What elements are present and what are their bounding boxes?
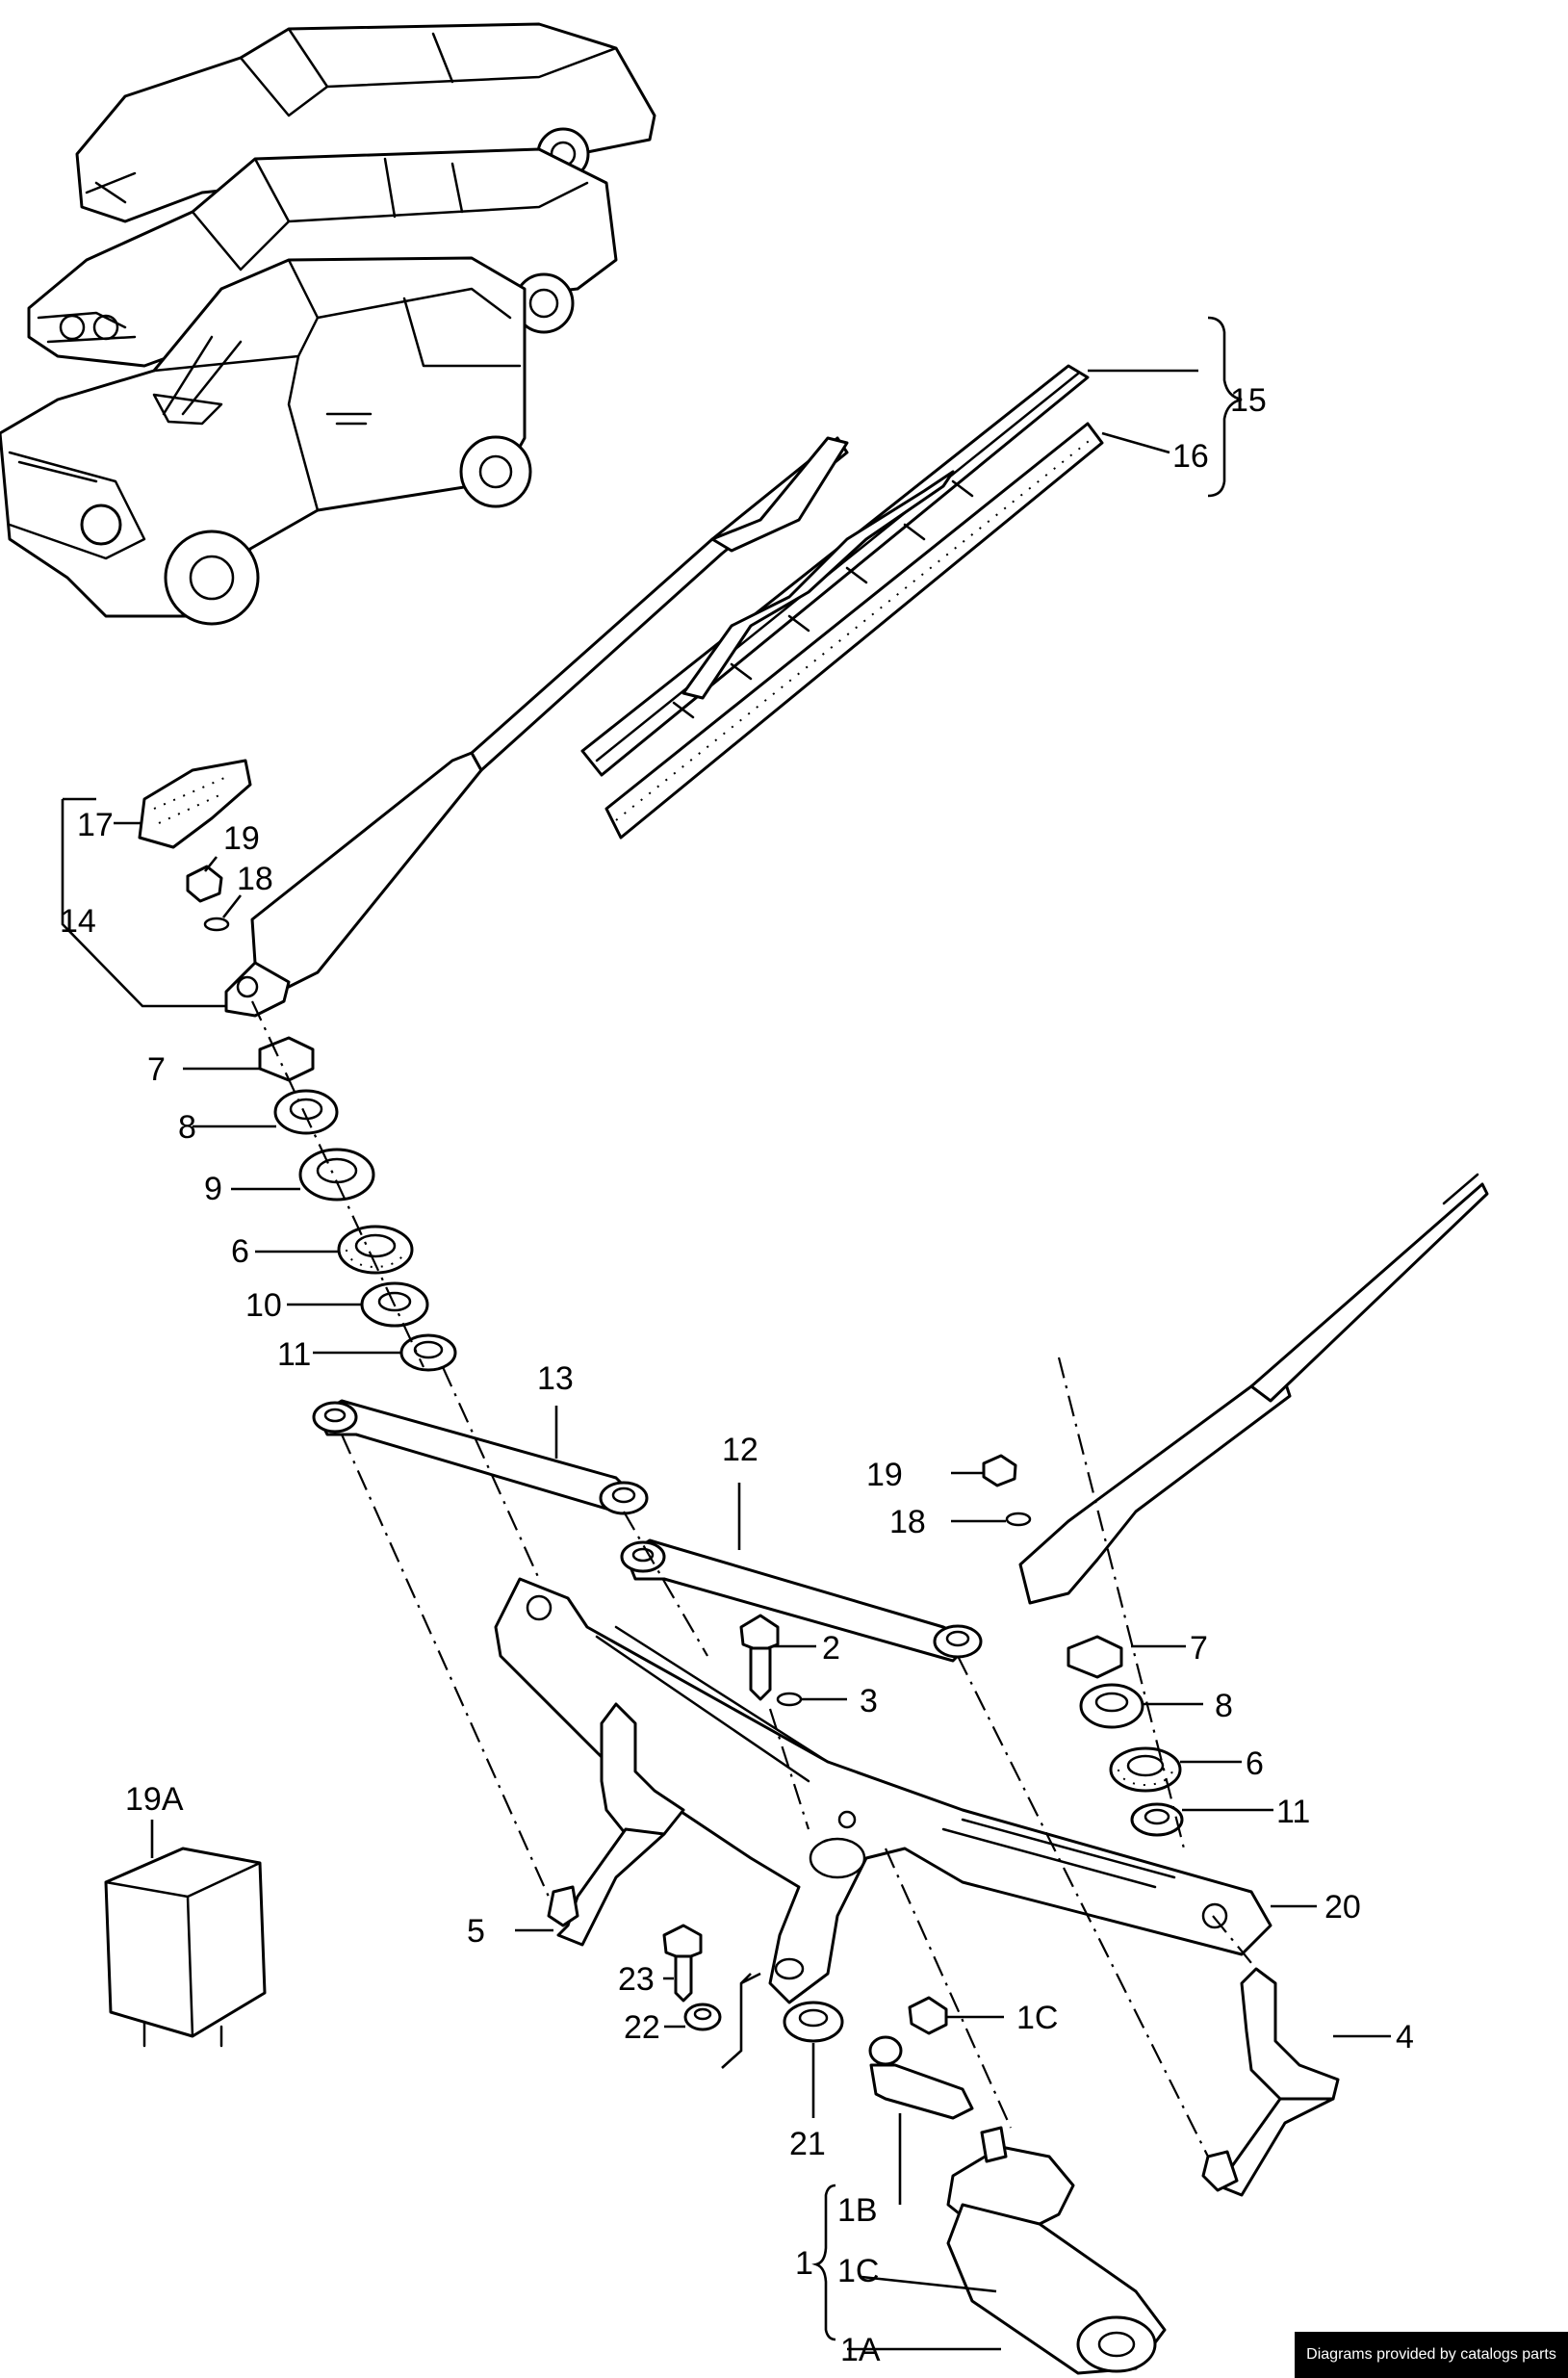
callout-11: 11 bbox=[277, 1336, 311, 1373]
washer-22 bbox=[683, 2003, 722, 2031]
washer-11-left bbox=[399, 1333, 457, 1372]
callout-17: 17 bbox=[77, 807, 114, 843]
car-illustration-middle bbox=[27, 147, 618, 368]
nut-7-right bbox=[1067, 1635, 1123, 1679]
seal-9-left bbox=[298, 1148, 375, 1202]
washer-11-right bbox=[1130, 1802, 1184, 1837]
callout-6: 6 bbox=[231, 1233, 249, 1270]
crank-arm-4 bbox=[1201, 1967, 1340, 2197]
callout-18-right: 18 bbox=[889, 1504, 926, 1540]
spindle-parts-left bbox=[258, 1036, 457, 1372]
bolt-2 bbox=[739, 1614, 780, 1701]
credit-banner: Diagrams provided by catalogs parts bbox=[1295, 2332, 1568, 2378]
crank-arm-5 bbox=[547, 1702, 685, 1947]
callout-2: 2 bbox=[822, 1630, 840, 1667]
callout-3: 3 bbox=[860, 1683, 878, 1719]
callout-8: 8 bbox=[178, 1109, 196, 1146]
callout-labels: 15 16 17 19 18 14 7 8 9 6 10 11 13 12 19… bbox=[60, 382, 1414, 2368]
callout-15: 15 bbox=[1230, 382, 1267, 419]
callout-19A: 19A bbox=[125, 1781, 184, 1818]
callout-7-right: 7 bbox=[1190, 1630, 1208, 1667]
washer-18-left bbox=[203, 917, 230, 932]
callout-11-right: 11 bbox=[1276, 1794, 1310, 1830]
linkage-rod-13 bbox=[312, 1399, 649, 1515]
callout-1C: 1C bbox=[837, 2253, 879, 2289]
callout-13: 13 bbox=[537, 1360, 574, 1397]
bushing-8-right bbox=[1079, 1683, 1144, 1729]
washer-3 bbox=[776, 1692, 803, 1707]
car-illustration-front bbox=[0, 256, 532, 626]
callout-18: 18 bbox=[237, 861, 273, 897]
arm-cap-17 bbox=[138, 759, 252, 849]
callout-10: 10 bbox=[245, 1287, 282, 1324]
callout-7: 7 bbox=[147, 1051, 166, 1088]
callout-21: 21 bbox=[789, 2126, 826, 2162]
callout-14: 14 bbox=[60, 903, 96, 940]
assembly-guide-lines bbox=[251, 1000, 1257, 2158]
callout-9: 9 bbox=[204, 1171, 222, 1207]
callout-19: 19 bbox=[223, 820, 260, 857]
spindle-parts-right bbox=[982, 1454, 1184, 1837]
linkage-rod-12 bbox=[620, 1538, 983, 1663]
wiper-motor-1A bbox=[946, 2126, 1167, 2375]
callout-22: 22 bbox=[624, 2009, 660, 2046]
bolt-23 bbox=[662, 1924, 703, 2003]
bushing-8-left bbox=[273, 1089, 339, 1135]
leader-lines bbox=[61, 316, 1391, 2351]
crank-1B bbox=[868, 2035, 974, 2120]
wiper-frame-20 bbox=[494, 1577, 1272, 2004]
callout-1A: 1A bbox=[840, 2332, 881, 2368]
nut-1C bbox=[908, 1996, 948, 2035]
callout-16: 16 bbox=[1172, 438, 1209, 475]
grommet-6-left bbox=[337, 1225, 414, 1275]
nut-19-left bbox=[186, 865, 223, 903]
vehicle-illustrations bbox=[0, 22, 656, 626]
grommet-21 bbox=[783, 2001, 844, 2043]
wiper-arm-left bbox=[224, 436, 849, 1018]
callout-19-right: 19 bbox=[866, 1457, 903, 1493]
callout-23: 23 bbox=[618, 1961, 655, 1998]
callout-5: 5 bbox=[467, 1913, 485, 1950]
callout-1: 1 bbox=[795, 2245, 813, 2282]
wiper-arm-right bbox=[1018, 1173, 1489, 1605]
callout-4: 4 bbox=[1396, 2019, 1414, 2055]
wiper-blade-assembly bbox=[580, 364, 1104, 840]
callout-8-right: 8 bbox=[1215, 1688, 1233, 1724]
callout-6-right: 6 bbox=[1246, 1745, 1264, 1782]
nut-19-right bbox=[982, 1454, 1017, 1487]
callout-1B: 1B bbox=[837, 2192, 878, 2229]
grommet-6-right bbox=[1109, 1746, 1182, 1793]
callout-12: 12 bbox=[722, 1432, 758, 1468]
callout-20: 20 bbox=[1324, 1889, 1361, 1926]
washer-18-right bbox=[1005, 1512, 1032, 1527]
relay-19A bbox=[104, 1847, 267, 2048]
callout-1C-nut: 1C bbox=[1016, 2000, 1058, 2036]
